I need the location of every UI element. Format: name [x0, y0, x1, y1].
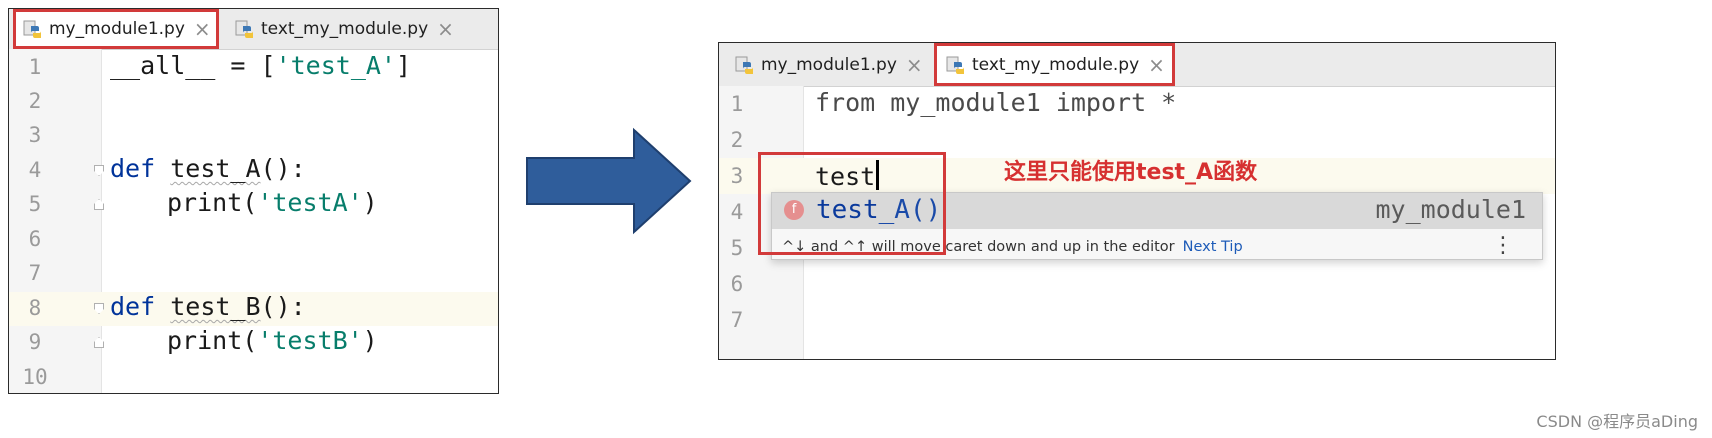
code-line-4[interactable]: 4 def test_A():: [9, 154, 498, 188]
right-arrow-icon: [526, 127, 692, 235]
code-text: def test_A():: [110, 154, 306, 183]
fold-icon[interactable]: [94, 199, 104, 210]
python-file-icon: [23, 20, 41, 38]
code-line-2[interactable]: 2: [719, 122, 1555, 158]
text-caret: [876, 160, 880, 190]
completion-item-source: my_module1: [1375, 195, 1526, 224]
fold-icon[interactable]: [94, 337, 104, 348]
line-number: 9: [28, 330, 42, 354]
code-text: def test_B():: [110, 292, 306, 321]
code-line-3[interactable]: 3: [9, 119, 498, 153]
code-line-6[interactable]: 6: [9, 223, 498, 257]
close-icon[interactable]: ×: [437, 17, 454, 41]
left-gutter: [9, 49, 102, 393]
python-file-icon: [946, 56, 964, 74]
code-line-3[interactable]: 3 test: [719, 158, 1555, 194]
line-number: 4: [730, 200, 744, 224]
line-number: 1: [28, 55, 42, 79]
left-editor-panel: my_module1.py × text_my_module.py × 1 __…: [8, 8, 499, 394]
line-number: 4: [28, 158, 42, 182]
line-number: 10: [22, 365, 48, 389]
line-number: 6: [730, 272, 744, 296]
completion-item[interactable]: f test_A() my_module1: [772, 193, 1542, 229]
code-line-1[interactable]: 1 __all__ = ['test_A']: [9, 51, 498, 85]
watermark: CSDN @程序员aDing: [1536, 412, 1698, 431]
code-line-7[interactable]: 7: [9, 257, 498, 291]
code-line-4[interactable]: 4: [719, 194, 1555, 230]
completion-popup: f test_A() my_module1 ^↓ and ^↑ will mov…: [771, 192, 1543, 260]
code-line-5[interactable]: 5: [719, 230, 1555, 266]
code-line-2[interactable]: 2: [9, 85, 498, 119]
line-number: 8: [28, 296, 42, 320]
tab-label: my_module1.py: [761, 54, 897, 75]
function-kind-icon: f: [784, 200, 804, 220]
right-tab-my-module1[interactable]: my_module1.py ×: [727, 43, 931, 86]
code-line-9[interactable]: 9 print('testB'): [9, 326, 498, 360]
line-number: 2: [28, 89, 42, 113]
line-number: 1: [730, 92, 744, 116]
left-tab-text-my-module[interactable]: text_my_module.py ×: [227, 9, 462, 49]
python-file-icon: [235, 20, 253, 38]
code-text: print('testB'): [167, 326, 378, 355]
line-number: 7: [730, 308, 744, 332]
completion-tip: ^↓ and ^↑ will move caret down and up in…: [782, 239, 1243, 255]
code-line-6[interactable]: 6: [719, 266, 1555, 302]
code-text: from my_module1 import *: [815, 88, 1177, 117]
right-tab-bar: my_module1.py × text_my_module.py ×: [719, 43, 1555, 87]
line-number: 5: [730, 236, 744, 260]
line-number: 7: [28, 261, 42, 285]
right-tab-text-my-module[interactable]: text_my_module.py ×: [934, 43, 1175, 86]
fold-icon[interactable]: [94, 165, 104, 176]
right-editor-panel: my_module1.py × text_my_module.py × 1 fr…: [718, 42, 1556, 360]
close-icon[interactable]: ×: [1148, 52, 1165, 77]
line-number: 6: [28, 227, 42, 251]
more-options-icon[interactable]: ⋮: [1492, 233, 1514, 258]
left-tab-bar: my_module1.py × text_my_module.py ×: [9, 9, 498, 50]
completion-item-label: test_A(): [816, 195, 942, 225]
highlight-box: [758, 152, 946, 255]
close-icon[interactable]: ×: [193, 17, 211, 41]
annotation-text: 这里只能使用test_A函数: [1004, 160, 1258, 185]
line-number: 5: [28, 192, 42, 216]
line-number: 3: [28, 123, 42, 147]
code-line-7[interactable]: 7: [719, 302, 1555, 338]
code-text: print('testA'): [167, 188, 378, 217]
code-input[interactable]: test: [815, 160, 880, 191]
line-number: 3: [730, 164, 744, 188]
next-tip-link[interactable]: Next Tip: [1182, 239, 1243, 255]
code-line-5[interactable]: 5 print('testA'): [9, 188, 498, 222]
tab-label: text_my_module.py: [261, 19, 429, 39]
fold-icon[interactable]: [94, 303, 104, 314]
line-number: 2: [730, 128, 744, 152]
code-text: __all__ = ['test_A']: [110, 51, 412, 80]
left-tab-my-module1[interactable]: my_module1.py ×: [13, 9, 219, 49]
python-file-icon: [735, 56, 753, 74]
code-line-8[interactable]: 8 def test_B():: [9, 292, 498, 326]
tab-label: my_module1.py: [49, 19, 185, 39]
code-line-10[interactable]: 10: [9, 361, 498, 393]
tab-label: text_my_module.py: [972, 54, 1140, 75]
close-icon[interactable]: ×: [905, 52, 923, 77]
code-line-1[interactable]: 1 from my_module1 import *: [719, 86, 1555, 122]
